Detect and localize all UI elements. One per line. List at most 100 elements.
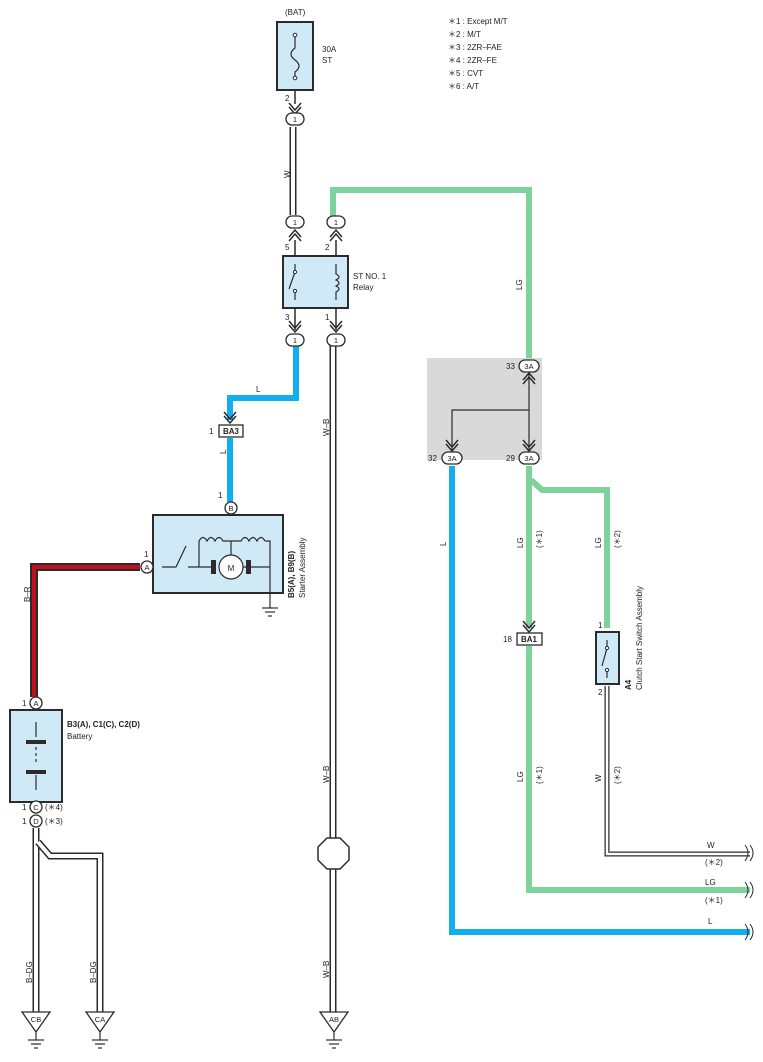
label-lg-2: LG [594, 537, 603, 548]
starter-switch-icon [162, 545, 192, 568]
svg-text:3A: 3A [447, 454, 456, 463]
starter-pin-b: 1 [218, 491, 223, 500]
note-3: ＊3 : 2ZR–FAE [448, 43, 502, 52]
battery-icon [26, 722, 46, 790]
label-w-top: W [283, 170, 292, 178]
note-2: ＊2 : M/T [448, 30, 481, 39]
pin-32: 32 [428, 454, 437, 463]
ground-cb: CB [20, 1011, 52, 1049]
wire-lg-branch-to-clutch [528, 477, 610, 628]
starter-assembly: B 1 M A 1 B5(A), B9(B) Starter Assembly [140, 491, 307, 617]
wire-break-marks [744, 844, 754, 941]
battery-tag-c: (＊4) [45, 803, 63, 812]
ba1-pin: 18 [503, 635, 512, 644]
svg-text:1: 1 [334, 336, 338, 345]
svg-text:CB: CB [31, 1015, 41, 1024]
svg-text:M: M [228, 564, 235, 573]
battery: A 1 B3(A), C1(C), C2(D) Battery C 1 (＊4)… [9, 696, 140, 828]
pin-29: 29 [506, 454, 515, 463]
battery-pin-c: 1 [22, 803, 27, 812]
label-bdg-1: B–DG [25, 961, 34, 983]
st-no1-relay: 5 2 ST NO. 1 Relay 3 1 [282, 240, 387, 334]
wire-l-junction-to-right [449, 466, 750, 935]
splice-point-icon [317, 837, 350, 870]
svg-text:3A: 3A [524, 454, 533, 463]
label-lg-right: LG [705, 878, 716, 887]
wire-l-relay-to-ba3 [227, 345, 299, 420]
svg-text:AB: AB [329, 1015, 339, 1024]
label-lg-1: LG [516, 537, 525, 548]
wire-labels: W LG L L B–R W–B W–B W–B B–DG B–DG L LG … [23, 170, 723, 983]
connector-1-relay-1: 1 [326, 333, 346, 347]
relay-name: ST NO. 1 [353, 272, 387, 281]
battery-pin-a: 1 [22, 699, 27, 708]
note-6: ＊6 : A/T [448, 82, 479, 91]
battery-code: B3(A), C1(C), C2(D) [67, 720, 140, 729]
clutch-code: A4 [624, 679, 633, 690]
connector-3a-29: 3A 29 [506, 451, 540, 465]
svg-text:1: 1 [293, 115, 297, 124]
label-bdg-2: B–DG [89, 961, 98, 983]
starter-code: B5(A), B9(B) [287, 551, 296, 598]
notes-legend: ＊1 : Except M/T ＊2 : M/T ＊3 : 2ZR–FAE ＊4… [448, 17, 508, 91]
fuse-30a-st: (BAT) 30A ST 2 [276, 8, 337, 116]
fuse-icon [290, 35, 300, 78]
label-l-right: L [708, 917, 713, 926]
label-tag1-right: (＊1) [705, 896, 723, 905]
label-w-clutch: W [594, 774, 603, 782]
relay-pin-3: 3 [285, 313, 290, 322]
label-tag2-1: (＊2) [613, 530, 622, 548]
wire-br-starter-to-battery [30, 563, 140, 697]
svg-text:1: 1 [334, 218, 338, 227]
connector-ba3: BA3 1 [209, 411, 244, 438]
ground-icon-ab [326, 1032, 342, 1049]
relay-pin-2: 2 [325, 243, 330, 252]
battery-tag-d: (＊3) [45, 817, 63, 826]
svg-text:BA1: BA1 [521, 635, 538, 644]
fuse-name: ST [322, 56, 332, 65]
battery-conn-c: C [33, 803, 39, 812]
fuse-rating: 30A [322, 45, 337, 54]
relay-coil-icon [334, 264, 340, 300]
svg-text:BA3: BA3 [223, 427, 240, 436]
connector-ba1: BA1 18 [503, 620, 543, 646]
wire-lg-relay-to-junction [330, 187, 532, 362]
battery-name: Battery [67, 732, 92, 741]
label-tag2-right: (＊2) [705, 858, 723, 867]
svg-text:CA: CA [95, 1015, 105, 1024]
label-tag1-1: (＊1) [535, 530, 544, 548]
starter-coil-icon [198, 536, 266, 543]
svg-text:1: 1 [293, 336, 297, 345]
battery-conn-d: D [33, 817, 39, 826]
fuse-source-label: (BAT) [285, 8, 306, 17]
label-tag1-2: (＊1) [535, 766, 544, 784]
connector-1-relay-3: 1 [285, 333, 305, 347]
starter-name: Starter Assembly [298, 538, 307, 598]
label-tag2-2: (＊2) [613, 766, 622, 784]
relay-sub: Relay [353, 283, 373, 292]
starter-pin-a: 1 [144, 550, 149, 559]
ground-ab: AB [318, 1011, 350, 1049]
ground-ca: CA [84, 1011, 116, 1049]
note-1: ＊1 : Except M/T [448, 17, 508, 26]
motor-icon [218, 554, 244, 580]
connector-1-relay-5: 1 [285, 215, 305, 242]
label-l-ba3: L [219, 449, 228, 454]
clutch-name: Clutch Start Switch Assembly [635, 586, 644, 690]
svg-text:3A: 3A [524, 362, 533, 371]
connector-3a-32: 3A 32 [428, 451, 463, 465]
relay-pin-1: 1 [325, 313, 330, 322]
starter-conn-b: B [228, 504, 233, 513]
pin-33: 33 [506, 362, 515, 371]
label-br: B–R [23, 586, 32, 602]
starter-conn-a: A [144, 563, 149, 572]
note-5: ＊5 : CVT [448, 69, 483, 78]
label-wb-1: W–B [322, 419, 331, 436]
clutch-pin-1: 1 [598, 621, 603, 630]
ground-icon-cb [28, 1032, 44, 1049]
ground-icon-ca [92, 1032, 108, 1049]
connector-1-top: 1 [285, 112, 305, 126]
battery-pin-d: 1 [22, 817, 27, 826]
junction-block-3a [427, 358, 542, 460]
